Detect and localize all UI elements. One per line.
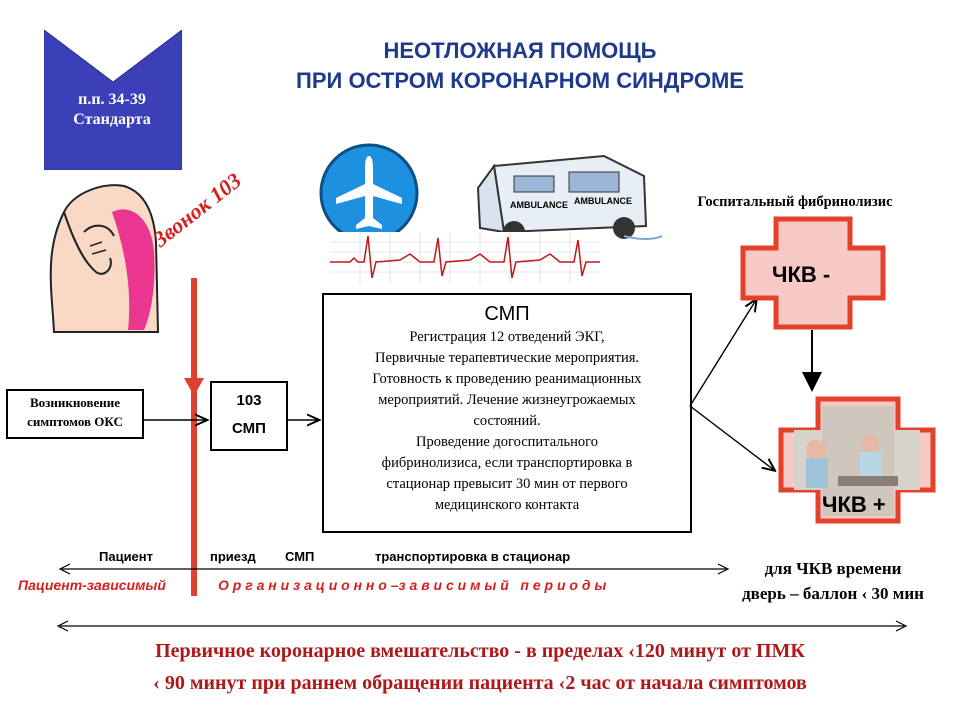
ems-action-line-7: фибринолизиса, если транспортировка в: [381, 455, 633, 471]
badge-line2: Стандарта: [73, 111, 151, 128]
onset-line1: Возникновение: [29, 395, 121, 410]
timeline-transport: транспортировка в стационар: [375, 549, 571, 564]
badge-line1: п.п. 34-39: [78, 91, 146, 108]
ems-action-line-5: состояний.: [473, 413, 541, 429]
box-103-line2: СМП: [232, 420, 266, 437]
box-103-line1: 103: [236, 392, 262, 409]
door-balloon-line1: для ЧКВ времени: [764, 559, 902, 578]
standard-badge-icon: [44, 30, 182, 170]
chest-pain-patient-icon: [49, 184, 160, 333]
svg-text:AMBULANCE: AMBULANCE: [510, 200, 568, 210]
ambulance-icon: AMBULANCE AMBULANCE: [476, 154, 663, 243]
svg-text:AMBULANCE: AMBULANCE: [574, 196, 632, 206]
door-to-balloon-note: для ЧКВ времени дверь – баллон ‹ 30 мин: [706, 556, 960, 606]
ems-action-line-6: Проведение догоспитального: [416, 434, 598, 450]
red-cross-icon-chkv-minus: [740, 216, 886, 330]
standard-badge-text: п.п. 34-39 Стандарта: [44, 90, 180, 130]
airplane-icon: [319, 143, 419, 243]
timeline-smp: СМП: [285, 549, 315, 564]
ems-103-box: 103 СМП: [210, 381, 288, 451]
symptom-onset-box: Возникновение симптомов ОКС: [6, 389, 144, 439]
timeline-patient: Пациент: [99, 549, 154, 564]
arrow-ems-to-chkv-plus: [689, 405, 774, 470]
hospital-fibrinolysis-label: Госпитальный фибринолизис: [697, 194, 893, 210]
org-dependent-period: О р г а н и з а ц и о н н о –з а в и с и…: [218, 577, 607, 593]
door-balloon-line2: дверь – баллон ‹ 30 мин: [742, 584, 924, 603]
ems-actions-box: СМП Регистрация 12 отведений ЭКГ, Первич…: [322, 293, 692, 533]
ems-action-line-4: мероприятий. Лечение жизнеугрожаемых: [378, 392, 636, 408]
page-title: НЕОТЛОЖНАЯ ПОМОЩЬ ПРИ ОСТРОМ КОРОНАРНОМ …: [240, 36, 800, 96]
chkv-plus-label: ЧКВ +: [822, 492, 886, 517]
ems-action-line-2: Первичные терапевтические мероприятия.: [375, 350, 639, 366]
onset-line2: симптомов ОКС: [27, 414, 123, 429]
ems-action-line-1: Регистрация 12 отведений ЭКГ,: [409, 329, 605, 345]
title-line1: НЕОТЛОЖНАЯ ПОМОЩЬ: [383, 38, 657, 63]
arrow-ems-to-chkv-minus: [689, 300, 756, 407]
call-marker-line: [191, 278, 197, 596]
ecg-strip-icon: [330, 232, 600, 284]
ems-action-line-8: стационар превысит 30 мин от первого: [386, 476, 628, 492]
timeline-arrival: приезд: [210, 549, 256, 564]
pci-window-note-2: ‹ 90 минут при раннем обращении пациента…: [153, 672, 807, 694]
pci-window-note-1: Первичное коронарное вмешательство - в п…: [155, 640, 805, 662]
patient-dependent-period: Пациент-зависимый: [18, 577, 166, 593]
call-marker-arrowhead: [184, 378, 204, 396]
red-cross-icon-chkv-plus: [778, 396, 936, 524]
ems-action-line-9: медицинского контакта: [434, 497, 580, 513]
title-line2: ПРИ ОСТРОМ КОРОНАРНОМ СИНДРОМЕ: [296, 68, 744, 93]
ems-actions-header: СМП: [484, 303, 530, 325]
ems-action-line-3: Готовность к проведению реанимационных: [372, 371, 642, 387]
chkv-minus-label: ЧКВ -: [772, 262, 831, 287]
